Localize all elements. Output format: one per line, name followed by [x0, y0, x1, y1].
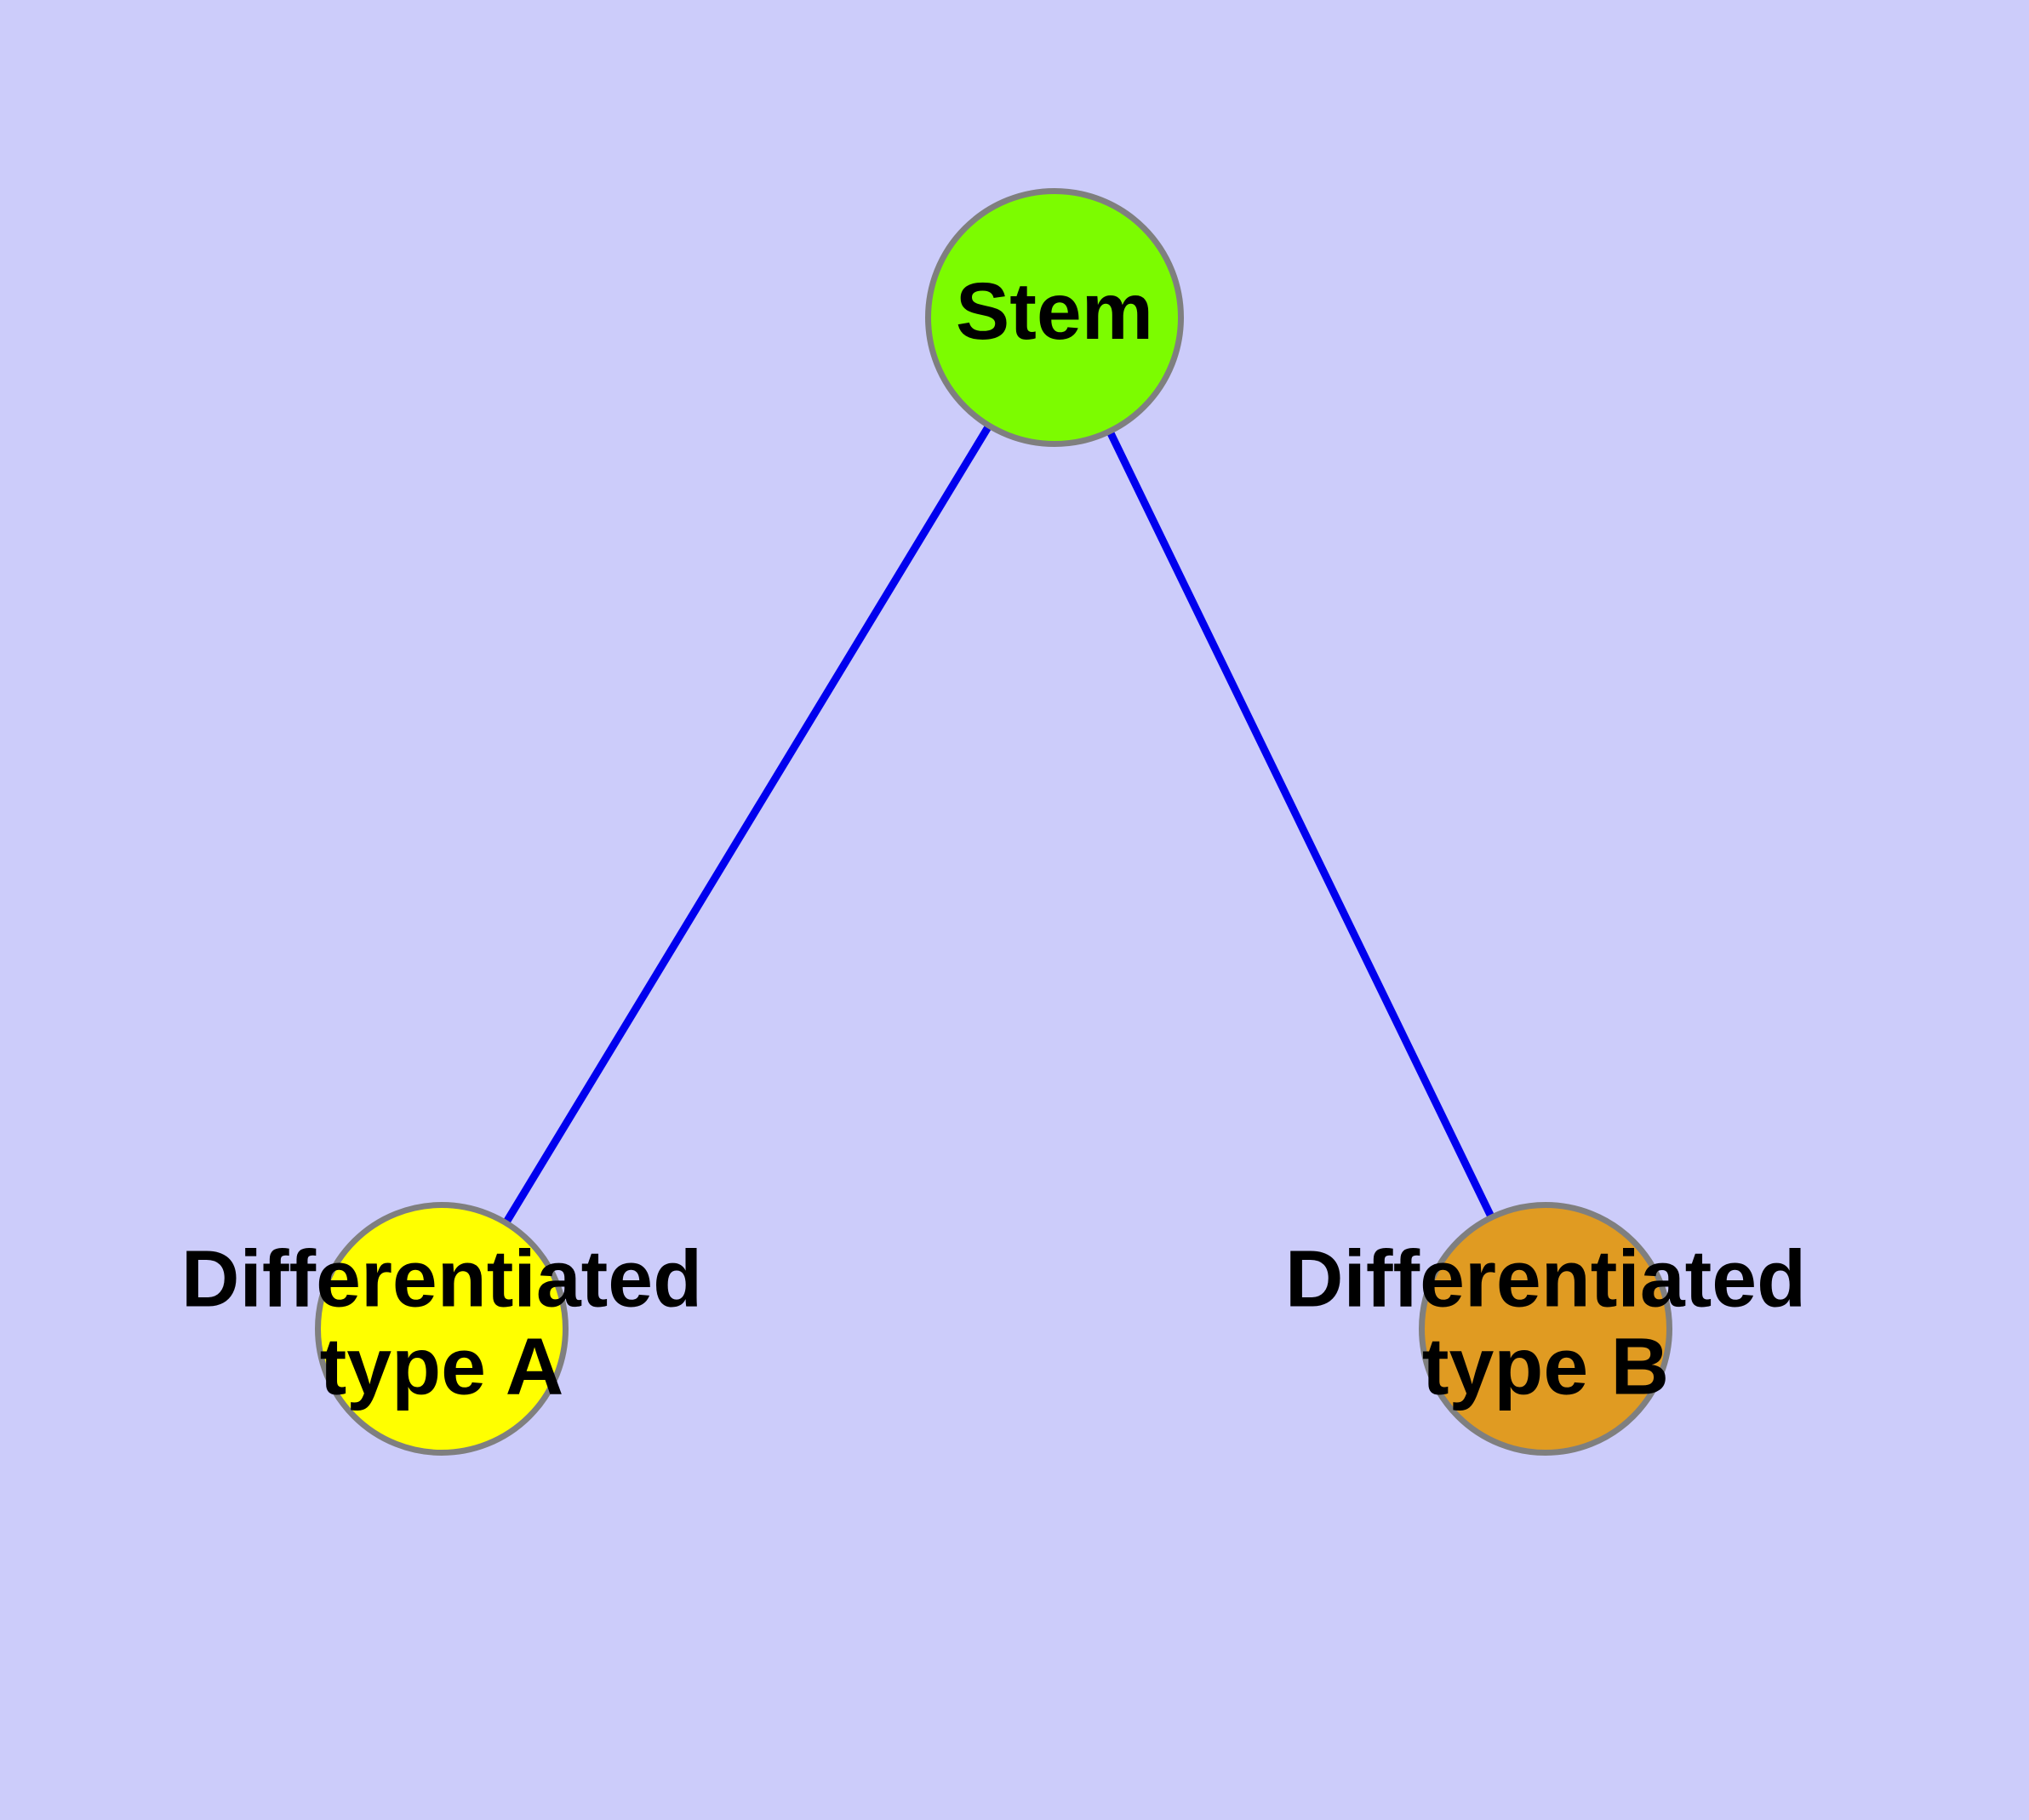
- node-label-line: Stem: [956, 266, 1153, 357]
- nodes-layer: [315, 188, 1672, 1456]
- edge-stem-to-diff_a[interactable]: [502, 423, 993, 1226]
- node-circle-diff_b[interactable]: [1419, 1202, 1672, 1456]
- node-circle-stem[interactable]: [925, 188, 1184, 447]
- node-label-line: type A: [320, 1322, 564, 1412]
- node-label-line: Differentiated: [181, 1234, 702, 1325]
- edge-stem-to-diff_b[interactable]: [1106, 429, 1495, 1220]
- edges-layer: [502, 423, 1495, 1226]
- node-label-line: Differentiated: [1285, 1234, 1806, 1325]
- node-label-stem: Stem: [956, 266, 1153, 357]
- node-label-line: type B: [1422, 1322, 1669, 1412]
- node-circle-diff_a[interactable]: [315, 1202, 569, 1456]
